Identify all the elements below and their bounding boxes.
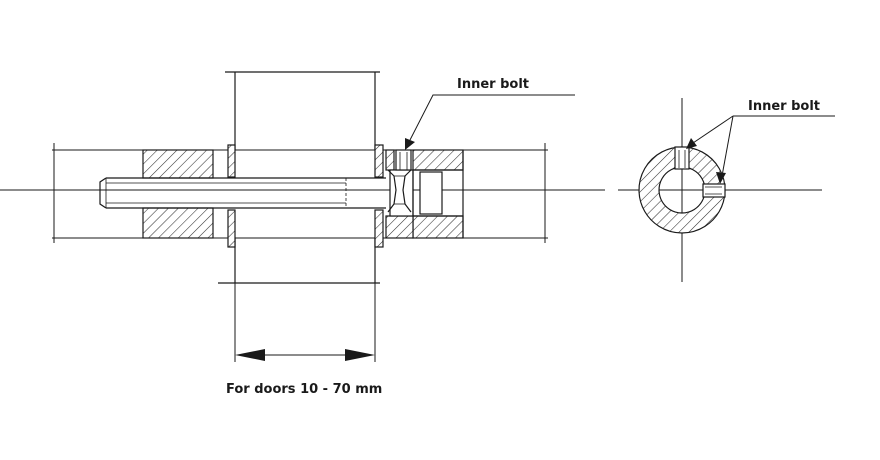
right-washer bbox=[374, 144, 384, 248]
end-view bbox=[618, 98, 835, 282]
inner-bolt-end-label: Inner bolt bbox=[748, 99, 820, 114]
side-view bbox=[0, 71, 605, 362]
inner-bolt-right bbox=[702, 183, 726, 198]
left-washer bbox=[227, 144, 236, 248]
door-panel bbox=[218, 71, 380, 284]
door-range-label: For doors 10 - 70 mm bbox=[226, 382, 382, 397]
left-sleeve bbox=[142, 149, 214, 239]
leader-inner-bolt-end bbox=[686, 115, 835, 184]
leader-inner-bolt-side bbox=[405, 94, 575, 150]
door-thickness-dimension bbox=[234, 283, 376, 362]
inner-bolt-side-part bbox=[387, 149, 443, 215]
inner-bolt-side-label: Inner bolt bbox=[457, 77, 529, 92]
right-sleeve bbox=[385, 149, 464, 239]
threaded-rod bbox=[99, 177, 386, 209]
inner-bolt-top bbox=[674, 146, 690, 170]
end-ring bbox=[638, 146, 726, 234]
